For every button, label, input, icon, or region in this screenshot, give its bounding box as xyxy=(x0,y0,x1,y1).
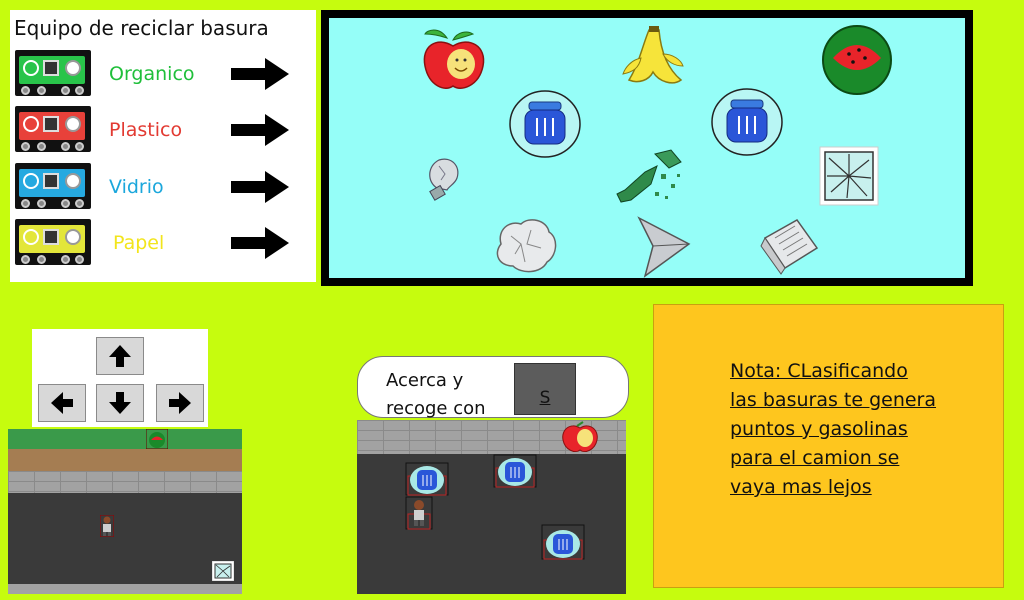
plastic-jar-icon xyxy=(493,454,537,488)
arrow-left-key[interactable] xyxy=(38,384,86,422)
legend-title: Equipo de reciclar basura xyxy=(14,16,269,40)
legend-label-plastico: Plastico xyxy=(109,119,183,141)
plastic-jar-icon[interactable] xyxy=(509,90,581,158)
newspaper-icon[interactable] xyxy=(757,214,821,276)
arrow-down-icon xyxy=(109,392,131,414)
player-character-icon xyxy=(405,496,433,530)
arrow-right-key[interactable] xyxy=(156,384,204,422)
arrow-right-icon xyxy=(231,227,289,259)
game-board xyxy=(321,10,973,286)
legend-row-plastico: Plastico xyxy=(15,106,315,154)
dirt-strip xyxy=(8,449,242,471)
banana-peel-icon[interactable] xyxy=(619,24,687,90)
glass-truck-icon xyxy=(15,163,91,209)
arrow-right-icon xyxy=(231,171,289,203)
movement-demo-scene xyxy=(8,429,242,594)
broken-glass-icon[interactable] xyxy=(819,146,879,206)
broken-glass-icon xyxy=(212,561,234,581)
instruction-line-1: Acerca y xyxy=(386,370,464,391)
note-text: Nota: CLasificando las basuras te genera… xyxy=(730,360,937,498)
plastic-truck-icon xyxy=(15,106,91,152)
watermelon-icon[interactable] xyxy=(819,22,895,96)
legend-row-vidrio: Vidrio xyxy=(15,163,315,211)
crumpled-paper-icon[interactable] xyxy=(491,214,561,276)
arrow-right-icon xyxy=(231,58,289,90)
paper-truck-icon xyxy=(15,219,91,265)
watermelon-icon xyxy=(146,429,168,449)
curb-strip xyxy=(8,584,242,594)
apple-icon xyxy=(562,421,598,453)
trash-field xyxy=(329,18,965,278)
player-character-icon xyxy=(100,515,114,537)
s-key-button[interactable]: S xyxy=(514,363,576,415)
paper-plane-icon[interactable] xyxy=(633,214,693,280)
pickup-demo-scene xyxy=(357,420,626,594)
legend-row-papel: Papel xyxy=(15,219,315,267)
arrow-up-key[interactable] xyxy=(96,337,144,375)
legend-panel: Equipo de reciclar basura Organico Plast… xyxy=(10,10,316,282)
plastic-jar-icon xyxy=(541,524,585,560)
legend-label-vidrio: Vidrio xyxy=(109,176,164,198)
arrow-right-icon xyxy=(169,392,191,414)
grass-strip xyxy=(8,429,242,449)
arrow-up-icon xyxy=(109,345,131,367)
legend-row-organico: Organico xyxy=(15,50,315,98)
legend-label-papel: Papel xyxy=(113,232,165,254)
plastic-jar-icon[interactable] xyxy=(711,88,783,156)
plastic-jar-icon xyxy=(405,462,449,496)
instruction-bubble: Acerca y recoge con S xyxy=(357,356,629,419)
organic-truck-icon xyxy=(15,50,91,96)
instruction-line-2: recoge con xyxy=(386,398,486,419)
apple-icon[interactable] xyxy=(417,24,489,94)
arrow-keys-panel xyxy=(32,329,208,427)
broken-bottle-icon[interactable] xyxy=(611,144,689,208)
legend-label-organico: Organico xyxy=(109,63,195,85)
sidewalk-strip xyxy=(8,471,242,493)
arrow-left-icon xyxy=(51,392,73,414)
lightbulb-icon[interactable] xyxy=(417,152,467,204)
arrow-down-key[interactable] xyxy=(96,384,144,422)
arrow-right-icon xyxy=(231,114,289,146)
note-panel: Nota: CLasificando las basuras te genera… xyxy=(653,304,1004,588)
